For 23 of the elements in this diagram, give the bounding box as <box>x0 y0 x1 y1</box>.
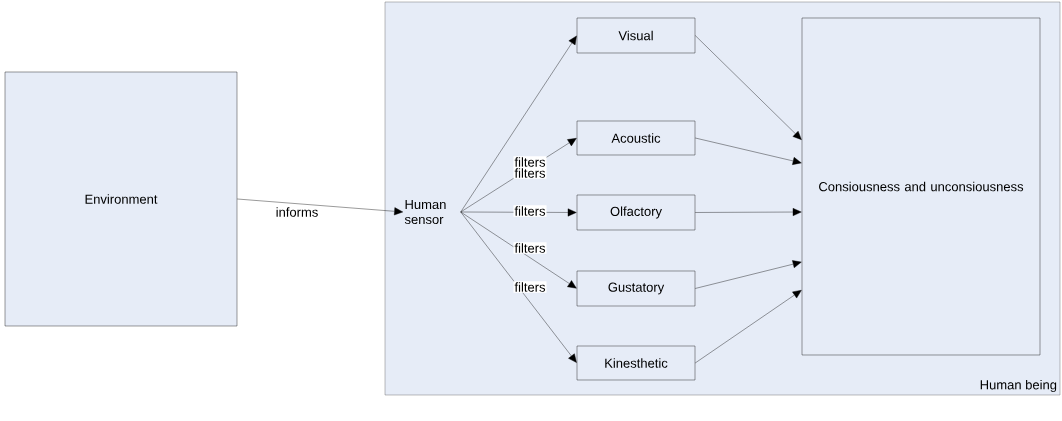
edge-label: filters <box>513 167 547 179</box>
edge-label: informs <box>274 206 320 218</box>
edge-label: filters <box>513 242 547 254</box>
edge-label: filters <box>513 205 547 217</box>
arrow <box>460 211 577 289</box>
arrow <box>460 211 577 363</box>
arrow <box>237 198 403 216</box>
arrow <box>695 290 802 364</box>
edge-label: filters <box>513 156 547 168</box>
arrow <box>695 35 802 140</box>
process-box: Olfactory <box>576 194 696 231</box>
node-text: Human sensor <box>404 199 446 225</box>
process-box: Visual <box>576 17 696 54</box>
process-box: Gustatory <box>576 270 696 307</box>
process-box: Kinesthetic <box>576 345 696 381</box>
arrow <box>695 137 802 165</box>
process-box: Acoustic <box>576 120 696 156</box>
arrow <box>460 35 577 213</box>
arrow <box>695 260 802 289</box>
arrow <box>695 208 802 216</box>
edge-label: filters <box>513 281 547 293</box>
process-box: Environment <box>4 71 238 327</box>
process-box: Consiousness and unconsiousness <box>801 17 1041 356</box>
